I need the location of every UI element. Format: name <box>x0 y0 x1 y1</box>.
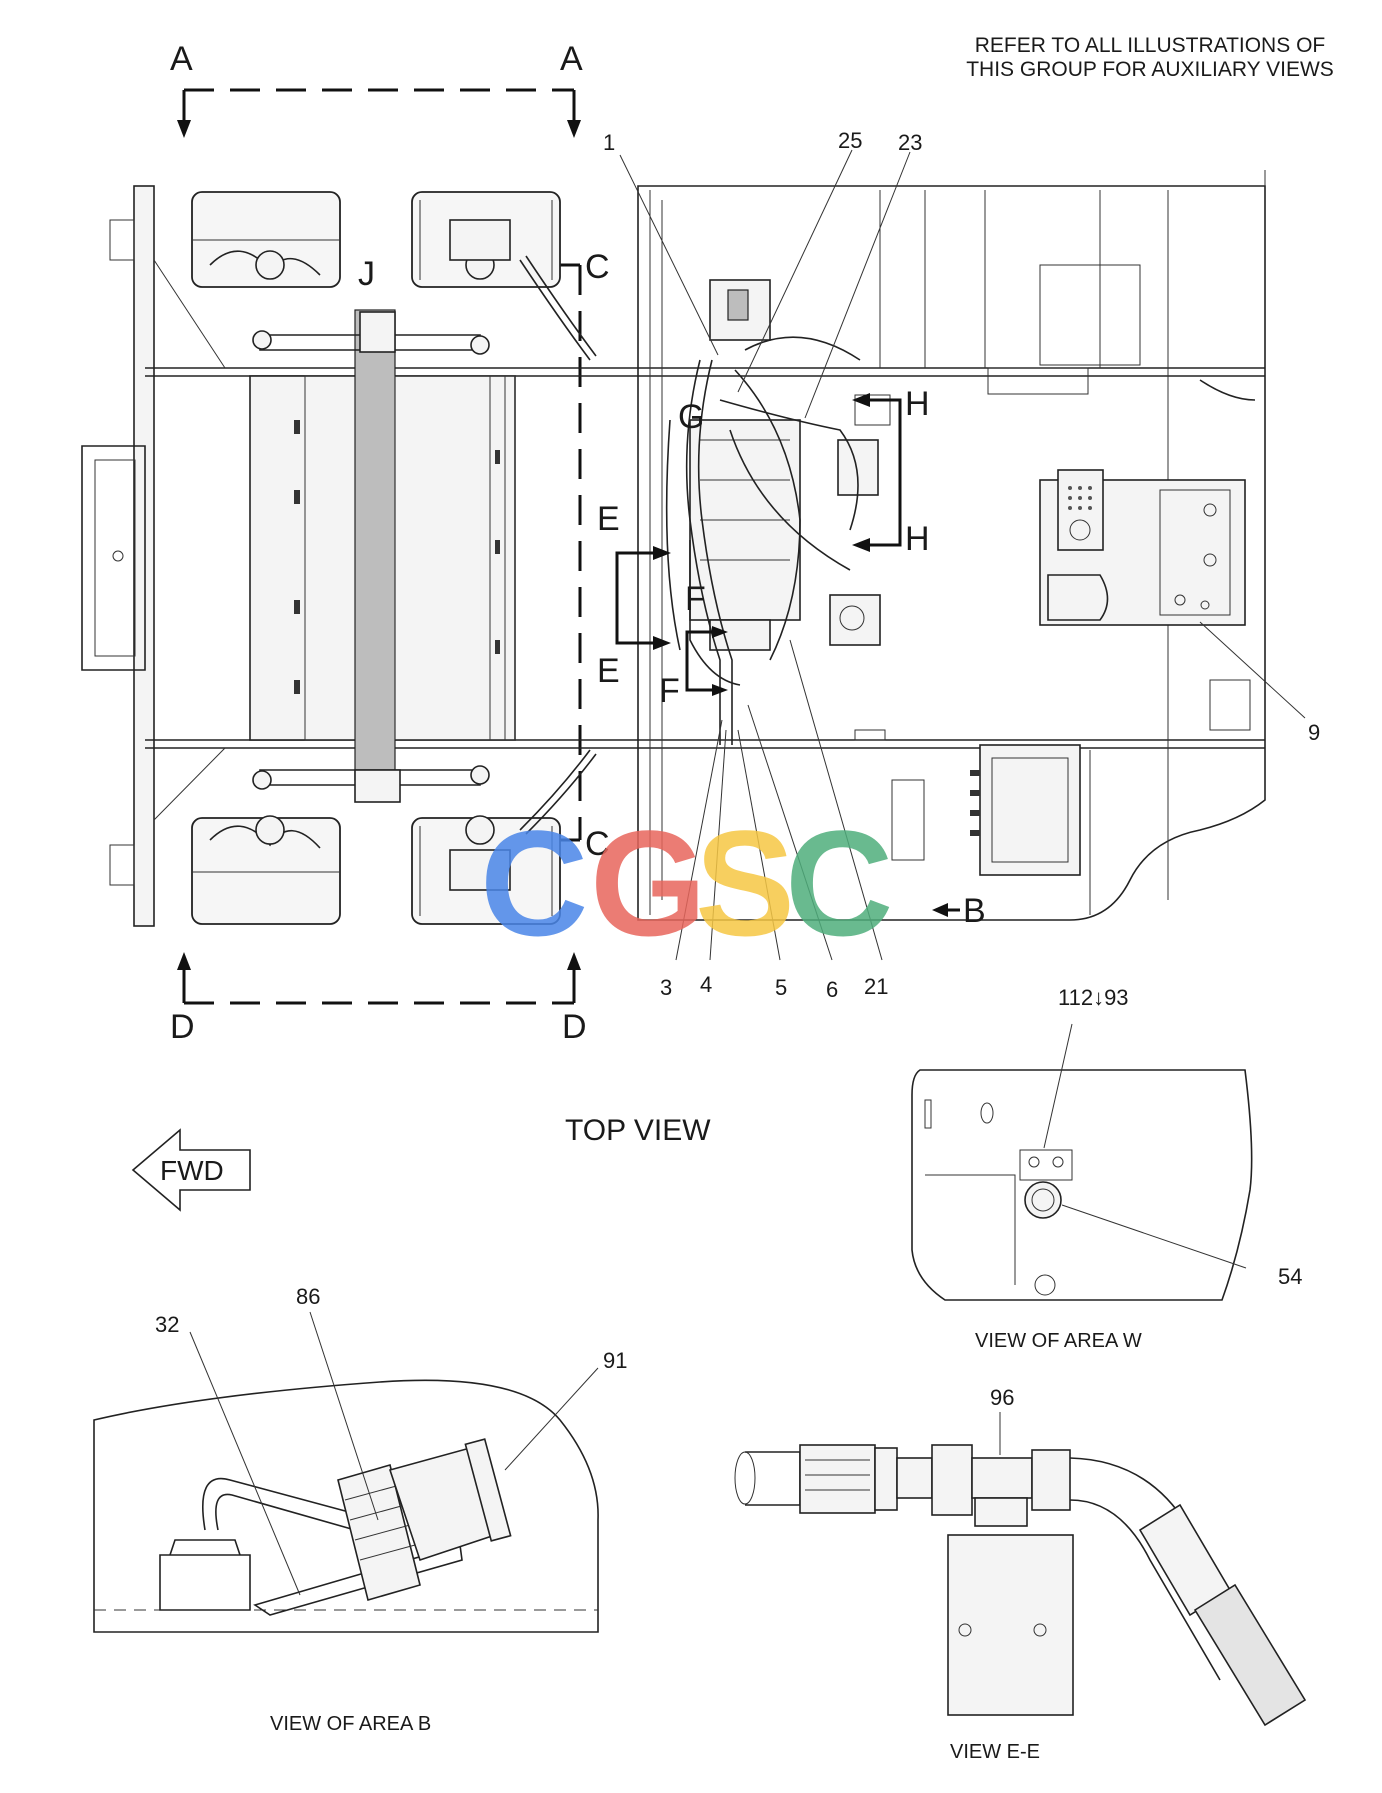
callout-3: 3 <box>660 975 672 1000</box>
fwd-arrow: FWD <box>131 1128 251 1212</box>
callout-86: 86 <box>296 1284 320 1309</box>
section-label-g: G <box>678 398 704 436</box>
view-e-e-title: VIEW E-E <box>950 1741 1040 1763</box>
section-arrow-b <box>932 903 960 917</box>
section-label-f-top: F <box>685 580 706 618</box>
section-line-d <box>177 952 581 1005</box>
view-area-w-title: VIEW OF AREA W <box>975 1330 1142 1352</box>
section-label-d-left: D <box>170 1008 195 1046</box>
auxiliary-views-note: REFER TO ALL ILLUSTRATIONS OF THIS GROUP… <box>940 34 1360 82</box>
callout-54: 54 <box>1278 1264 1302 1289</box>
section-label-b: B <box>963 892 986 930</box>
section-label-d-right: D <box>562 1008 587 1046</box>
auxiliary-views-note-line-1: REFER TO ALL ILLUSTRATIONS OF <box>974 34 1326 57</box>
callout-91: 91 <box>603 1348 627 1373</box>
watermark-letter-1: C <box>480 799 588 967</box>
section-label-a-left: A <box>170 40 193 78</box>
section-line-c <box>540 258 582 847</box>
view-area-b-title: VIEW OF AREA B <box>270 1713 431 1735</box>
callout-21: 21 <box>864 974 888 999</box>
auxiliary-views-note-line-2: THIS GROUP FOR AUXILIARY VIEWS <box>966 58 1334 81</box>
section-label-a-right: A <box>560 40 583 78</box>
watermark-logo: C G S C <box>480 799 893 967</box>
center-drum <box>249 309 516 781</box>
callout-6: 6 <box>826 977 838 1002</box>
leader-lines-top <box>619 149 1306 961</box>
section-label-c-top: C <box>585 248 610 286</box>
callout-32: 32 <box>155 1312 179 1337</box>
view-e-e <box>734 1412 1307 1727</box>
callout-96: 96 <box>990 1385 1014 1410</box>
suspension-bottom <box>209 749 597 891</box>
watermark-letter-4: C <box>785 799 893 967</box>
hydraulic-hoses <box>665 336 1256 745</box>
section-line-h <box>852 393 902 552</box>
callout-4: 4 <box>700 972 712 997</box>
callout-23: 23 <box>898 130 922 155</box>
section-line-e <box>615 546 671 650</box>
section-line-a <box>177 88 581 138</box>
callout-9: 9 <box>1308 720 1320 745</box>
callout-25: 25 <box>838 128 862 153</box>
section-label-h-top: H <box>905 385 930 423</box>
section-label-h-bottom: H <box>905 520 930 558</box>
view-area-w <box>911 1023 1253 1301</box>
callout-1: 1 <box>603 130 615 155</box>
electrical-box <box>854 729 1081 876</box>
callout-112-93: 112↓93 <box>1058 985 1129 1010</box>
section-label-e-bottom: E <box>597 652 620 690</box>
valve-assembly <box>689 279 891 651</box>
section-label-c-bottom: C <box>585 825 610 863</box>
section-line-f <box>685 626 728 696</box>
top-view-title: TOP VIEW <box>565 1114 711 1147</box>
suspension-top <box>209 219 597 361</box>
fwd-arrow-label: FWD <box>160 1155 224 1186</box>
callout-5: 5 <box>775 975 787 1000</box>
tire-front-left-top <box>191 191 341 288</box>
section-label-e-top: E <box>597 500 620 538</box>
control-block <box>1039 469 1246 626</box>
view-area-b <box>93 1311 599 1633</box>
watermark-letter-2: G <box>590 799 707 967</box>
section-label-j: J <box>358 255 375 293</box>
watermark-letter-3: S <box>695 799 795 967</box>
section-label-f-bottom: F <box>659 672 680 710</box>
